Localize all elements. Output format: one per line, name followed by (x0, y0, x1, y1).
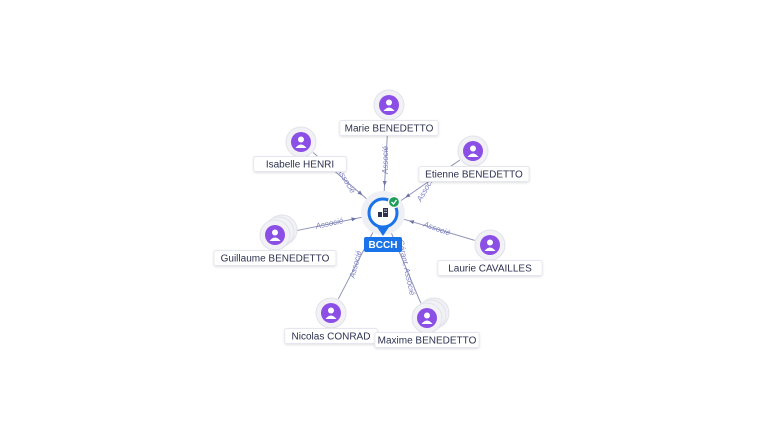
check-badge-icon (387, 195, 401, 209)
person-node[interactable] (474, 229, 506, 261)
person-name: Etienne BENEDETTO (425, 170, 523, 181)
company-building-icon (378, 208, 388, 217)
person-name: Marie BENEDETTO (345, 124, 434, 135)
label-box (437, 260, 543, 276)
person-icon (463, 141, 483, 161)
person-icon (321, 303, 341, 323)
edge-arrow (408, 220, 415, 225)
label-box (253, 156, 347, 172)
person-node[interactable] (285, 126, 317, 158)
person-name-label[interactable]: Laurie CAVAILLES (437, 260, 543, 276)
person-name: Laurie CAVAILLES (448, 264, 532, 275)
person-node[interactable] (259, 214, 298, 251)
edge-line (290, 216, 362, 233)
company-name: BCCH (369, 240, 398, 251)
edge-arrow (357, 190, 363, 196)
person-icon (417, 308, 437, 328)
edge-role-label: Associé (314, 216, 345, 231)
company-label-badge[interactable]: BCCH (364, 237, 402, 252)
person-name: Guillaume BENEDETTO (221, 254, 330, 265)
label-box (418, 166, 530, 182)
person-node[interactable] (457, 135, 489, 167)
person-icon (379, 95, 399, 115)
person-name: Isabelle HENRI (266, 160, 334, 171)
edge-role-label: Associé (421, 219, 452, 238)
label-box (374, 332, 480, 348)
edge-line (403, 218, 475, 241)
person-name-label[interactable]: Guillaume BENEDETTO (213, 250, 337, 266)
label-box (213, 250, 337, 266)
person-name-label[interactable]: Nicolas CONRAD (284, 328, 378, 344)
nodes-layer: Marie BENEDETTO Isabelle HENRI Etienne BEN… (213, 89, 543, 348)
person-name-label[interactable]: Isabelle HENRI (253, 156, 347, 172)
person-node[interactable] (373, 89, 405, 121)
person-node[interactable] (411, 297, 450, 334)
edge-role-label: Associé (347, 249, 363, 280)
label-box (339, 120, 439, 136)
person-name: Nicolas CONRAD (292, 332, 371, 343)
company-badge-bg (364, 237, 402, 252)
person-name-label[interactable]: Maxime BENEDETTO (374, 332, 480, 348)
edge-role-label: Associé (381, 145, 390, 175)
person-icon (291, 132, 311, 152)
edge-arrow (405, 193, 411, 198)
edge-arrow (351, 217, 357, 222)
person-name-label[interactable]: Etienne BENEDETTO (418, 166, 530, 182)
edge-arrow (382, 180, 387, 187)
person-icon (265, 225, 285, 245)
person-name: Maxime BENEDETTO (378, 336, 477, 347)
person-icon (480, 235, 500, 255)
person-name-label[interactable]: Marie BENEDETTO (339, 120, 439, 136)
person-node[interactable] (315, 297, 347, 329)
center-node[interactable]: BCCH (361, 191, 405, 252)
